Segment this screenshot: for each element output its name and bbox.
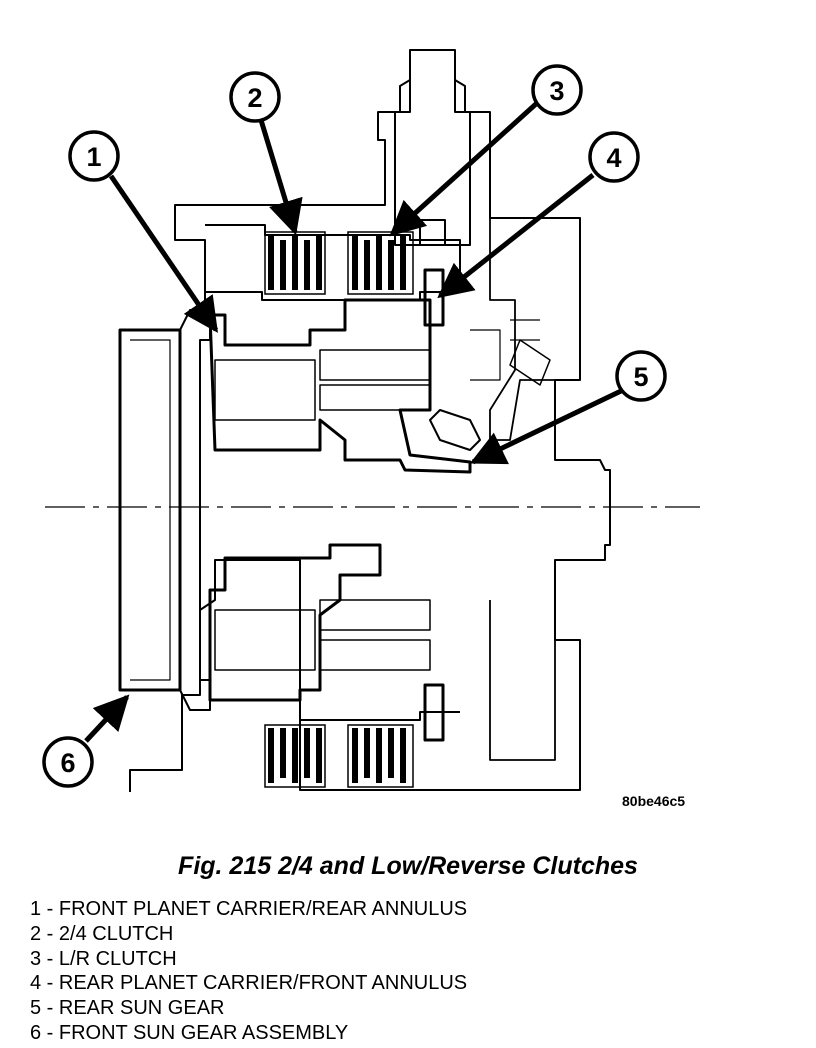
case-outline (129, 49, 611, 792)
callout-label-4: 4 (606, 143, 621, 173)
legend-item: 6 - FRONT SUN GEAR ASSEMBLY (30, 1021, 349, 1044)
leader-lines (84, 101, 623, 743)
clutch-cross-section-diagram: 1 2 3 4 5 6 (42, 49, 700, 792)
legend-item: 1 - FRONT PLANET CARRIER/REAR ANNULUS (30, 898, 468, 920)
lower-carrier (208, 543, 382, 702)
lower-clutch-plates (268, 728, 406, 783)
callout-circle-4 (588, 131, 640, 183)
front-sun-gear-hub (118, 328, 182, 692)
upper-carrier (208, 298, 472, 474)
callouts (42, 64, 667, 788)
callout-circle-1 (68, 130, 120, 182)
input-shaft (394, 50, 471, 246)
callout-label-1: 1 (86, 142, 101, 172)
leader-5 (469, 388, 623, 465)
callout-label-3: 3 (549, 76, 564, 106)
right-housing-detail (489, 218, 556, 761)
leader-1 (108, 174, 219, 333)
legend-item: 4 - REAR PLANET CARRIER/FRONT ANNULUS (30, 972, 468, 995)
callout-label-5: 5 (633, 362, 648, 392)
leader-3 (389, 101, 539, 237)
callout-label-2: 2 (247, 83, 262, 113)
callout-circle-3 (531, 64, 583, 116)
legend-item: 3 - L/R CLUTCH (30, 947, 177, 970)
legend-item: 5 - REAR SUN GEAR (30, 997, 225, 1020)
legend-item: 2 - 2/4 CLUTCH (30, 922, 174, 945)
upper-clutch-plates (268, 235, 406, 290)
leader-4 (437, 173, 595, 299)
image-code: 80be46c5 (622, 793, 686, 809)
upper-clutch-frame (204, 224, 461, 301)
figure-title: Fig. 215 2/4 and Low/Reverse Clutches (178, 852, 638, 880)
callout-circle-2 (229, 71, 281, 123)
callout-circle-5 (615, 350, 667, 402)
leader-2 (258, 119, 303, 236)
callout-label-6: 6 (60, 748, 75, 778)
leader-6 (84, 694, 130, 743)
legend-list: 1 - FRONT PLANET CARRIER/REAR ANNULUS 2 … (30, 897, 467, 1046)
callout-circle-6 (42, 736, 94, 788)
